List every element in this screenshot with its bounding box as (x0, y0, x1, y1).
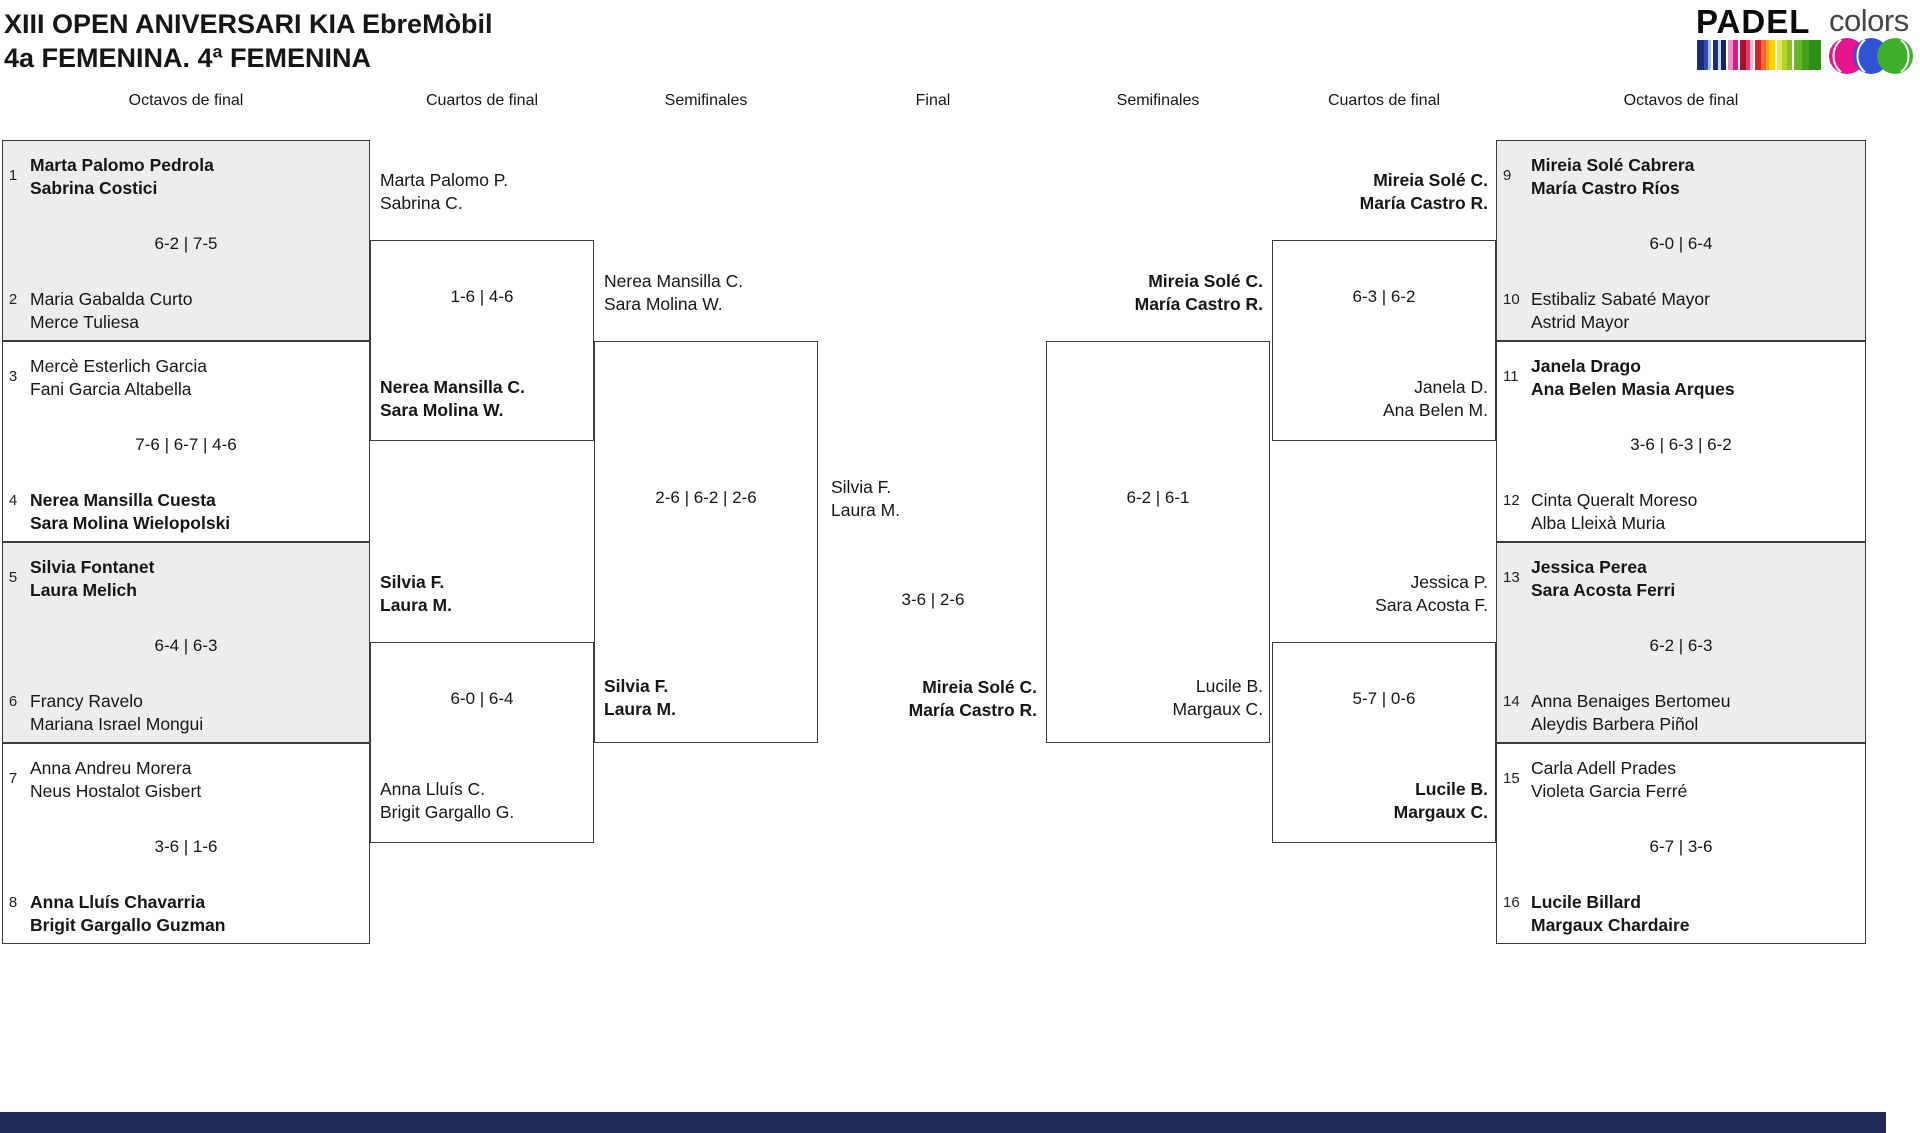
match-box-octavos-5 (1496, 140, 1866, 341)
match-box-semi-right (1046, 341, 1270, 743)
match-box-cuartos-left-2 (370, 642, 594, 843)
team-name: Mireia Solé C.María Castro R. (1134, 271, 1263, 314)
match-score: 7-6 | 6-7 | 4-6 (135, 435, 237, 454)
team-name: Nerea Mansilla C.Sara Molina W. (380, 377, 525, 420)
match-box-cuartos-right-2 (1272, 642, 1496, 843)
match-score: 6-2 | 7-5 (154, 234, 218, 253)
match-score: 6-2 | 6-1 (1126, 488, 1190, 507)
seed-number: 14 (1503, 693, 1520, 710)
match-box-semi-left (594, 341, 818, 743)
page-title-block: XIII OPEN ANIVERSARI KIA EbreMòbil 4a FE… (4, 7, 493, 75)
seed-number: 11 (1503, 368, 1519, 385)
round-header-octavos-left: Octavos de final (128, 92, 244, 109)
team-name: Janela D.Ana Belen M. (1382, 377, 1488, 420)
team-name: Marta Palomo P.Sabrina C. (380, 170, 509, 213)
team-name: Lucile B.Margaux C. (1172, 676, 1263, 719)
team-name: Anna Lluís C.Brigit Gargallo G. (380, 779, 515, 822)
footer-bar (0, 1112, 1886, 1133)
team-name: Silvia F.Laura M. (380, 572, 452, 615)
round-header-cuartos-left: Cuartos de final (425, 92, 539, 109)
logo-tennis-balls-icon (1829, 38, 1913, 74)
seed-number: 12 (1503, 492, 1520, 509)
match-box-cuartos-right-1 (1272, 240, 1496, 441)
seed-number: 9 (1503, 167, 1512, 184)
match-score: 3-6 | 6-3 | 6-2 (1630, 435, 1732, 454)
round-header-semis-right: Semifinales (1116, 92, 1200, 109)
seed-number: 6 (8, 693, 18, 710)
match-box-octavos-6 (1496, 341, 1866, 542)
match-score: 6-2 | 6-3 (1649, 636, 1713, 655)
round-header-cuartos-right: Cuartos de final (1327, 92, 1441, 109)
tournament-title: XIII OPEN ANIVERSARI KIA EbreMòbil (4, 9, 493, 39)
seed-number: 7 (8, 770, 18, 787)
logo-word-padel: PADEL (1696, 3, 1811, 40)
team-name: Silvia F.Laura M. (604, 676, 676, 719)
match-box-octavos-3 (2, 542, 370, 743)
match-score: 6-3 | 6-2 (1352, 287, 1416, 306)
seed-number: 2 (8, 291, 18, 308)
match-score: 6-0 | 6-4 (1649, 234, 1713, 253)
round-header-final: Final (915, 92, 951, 109)
match-score: 6-7 | 3-6 (1649, 837, 1713, 856)
team-name: Nerea Mansilla C.Sara Molina W. (604, 271, 744, 314)
match-box-octavos-4 (2, 743, 370, 944)
team-name: Jessica P.Sara Acosta F. (1375, 572, 1488, 615)
match-box-octavos-7 (1496, 542, 1866, 743)
match-score: 1-6 | 4-6 (450, 287, 514, 306)
seed-number: 8 (8, 894, 18, 911)
match-score: 3-6 | 2-6 (901, 590, 965, 609)
team-name: Lucile B.Margaux C. (1393, 779, 1488, 822)
seed-number: 16 (1503, 894, 1520, 911)
logo-word-colors: colors (1829, 3, 1909, 38)
round-header-semis-left: Semifinales (664, 92, 748, 109)
seed-number: 4 (8, 492, 18, 509)
match-score: 6-0 | 6-4 (450, 689, 514, 708)
match-score: 3-6 | 1-6 (154, 837, 218, 856)
match-box-octavos-1 (2, 140, 370, 341)
seed-number: 1 (8, 167, 18, 184)
seed-number: 15 (1503, 770, 1520, 787)
seed-number: 10 (1503, 291, 1520, 308)
category-subtitle: 4a FEMENINA. 4ª FEMENINA (4, 43, 372, 73)
seed-number: 5 (8, 569, 18, 586)
seed-number: 3 (8, 368, 18, 385)
team-name: Mireia Solé C.María Castro R. (908, 677, 1037, 720)
match-score: 6-4 | 6-3 (154, 636, 218, 655)
team-name: Silvia F.Laura M. (831, 477, 901, 520)
team-name: Mireia Solé C.María Castro R. (1359, 170, 1488, 213)
match-score: 5-7 | 0-6 (1352, 689, 1416, 708)
logo-barcode (1697, 40, 1821, 70)
match-box-octavos-2 (2, 341, 370, 542)
match-box-octavos-8 (1496, 743, 1866, 944)
round-header-octavos-right: Octavos de final (1623, 92, 1739, 109)
match-box-cuartos-left-1 (370, 240, 594, 441)
match-score: 2-6 | 6-2 | 2-6 (655, 488, 757, 507)
seed-number: 13 (1503, 569, 1520, 586)
